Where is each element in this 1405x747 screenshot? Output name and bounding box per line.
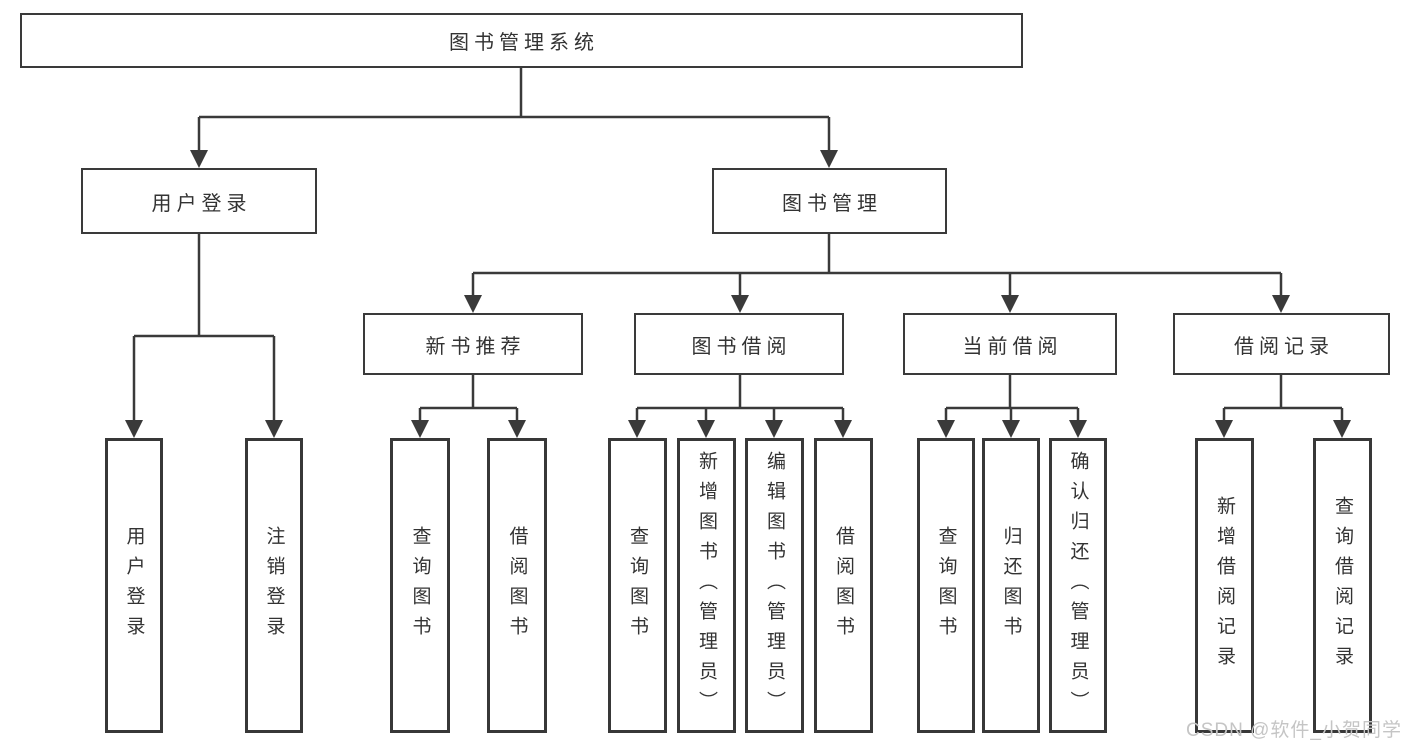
leaf-query-books-current: 查询图书: [917, 438, 975, 733]
arrowhead: [834, 420, 852, 438]
leaf-query-books-newbooks: 查询图书: [390, 438, 450, 733]
node-borrowing-records: 借阅记录: [1173, 313, 1390, 375]
leaf-return-book-label: 归还图书: [1000, 525, 1022, 646]
arrowhead: [1272, 295, 1290, 313]
arrowhead: [125, 420, 143, 438]
connector-records-to-leaves: [1222, 375, 1344, 422]
arrowhead: [190, 150, 208, 168]
arrowhead: [731, 295, 749, 313]
arrowhead: [1333, 420, 1351, 438]
arrowhead: [1215, 420, 1233, 438]
node-user-login-label: 用户登录: [151, 192, 252, 215]
arrowhead: [937, 420, 955, 438]
arrowhead: [1001, 295, 1019, 313]
node-book-management: 图书管理: [712, 168, 947, 234]
arrowheads: [125, 150, 1351, 438]
leaf-add-borrow-record: 新增借阅记录: [1195, 438, 1254, 733]
connector-root-to-level2: [197, 66, 831, 152]
leaf-confirm-return-admin-label: 确认归还（管理员）: [1067, 450, 1089, 721]
node-root: 图书管理系统: [20, 13, 1023, 68]
leaf-edit-book-admin: 编辑图书（管理员）: [745, 438, 804, 733]
arrowhead: [1069, 420, 1087, 438]
leaf-logout: 注销登录: [245, 438, 303, 733]
node-current-borrowing-label: 当前借阅: [962, 335, 1063, 358]
leaf-borrow-books-newbooks-label: 借阅图书: [506, 525, 528, 646]
connector-borrow-to-leaves: [635, 375, 845, 422]
arrowhead: [265, 420, 283, 438]
node-current-borrowing: 当前借阅: [903, 313, 1117, 375]
node-borrowing-records-label: 借阅记录: [1234, 335, 1334, 358]
leaf-query-borrow-record-label: 查询借阅记录: [1332, 495, 1353, 676]
node-book-borrowing-label: 图书借阅: [691, 335, 792, 358]
arrowhead: [628, 420, 646, 438]
arrowhead: [411, 420, 429, 438]
node-user-login: 用户登录: [81, 168, 317, 234]
leaf-query-borrow-record: 查询借阅记录: [1313, 438, 1372, 733]
leaf-user-login: 用户登录: [105, 438, 163, 733]
csdn-watermark: CSDN @软件_小贺同学: [1186, 720, 1402, 741]
arrowhead: [464, 295, 482, 313]
leaf-add-book-admin-label: 新增图书（管理员）: [696, 450, 717, 721]
node-root-label: 图书管理系统: [449, 32, 599, 54]
node-book-borrowing: 图书借阅: [634, 313, 844, 375]
node-new-book-recommend: 新书推荐: [363, 313, 583, 375]
leaf-query-books-borrow: 查询图书: [608, 438, 667, 733]
leaf-user-login-label: 用户登录: [123, 525, 145, 646]
leaf-borrow-books-borrow-label: 借阅图书: [833, 525, 854, 646]
connector-newbooks-to-leaves: [418, 375, 519, 422]
leaf-borrow-books-newbooks: 借阅图书: [487, 438, 547, 733]
leaf-query-books-newbooks-label: 查询图书: [409, 525, 431, 646]
leaf-edit-book-admin-label: 编辑图书（管理员）: [764, 450, 785, 721]
arrowhead: [508, 420, 526, 438]
node-new-book-recommend-label: 新书推荐: [425, 335, 526, 358]
connector-current-to-leaves: [944, 375, 1080, 422]
connector-mgmt-to-level3: [471, 234, 1283, 297]
leaf-logout-label: 注销登录: [263, 525, 285, 646]
leaf-query-books-current-label: 查询图书: [935, 525, 957, 646]
leaf-query-books-borrow-label: 查询图书: [627, 525, 648, 646]
node-book-management-label: 图书管理: [782, 192, 882, 215]
arrowhead: [765, 420, 783, 438]
leaf-confirm-return-admin: 确认归还（管理员）: [1049, 438, 1107, 733]
connector-login-to-leaves: [132, 234, 276, 422]
leaf-add-borrow-record-label: 新增借阅记录: [1214, 495, 1235, 676]
arrowhead: [820, 150, 838, 168]
arrowhead: [697, 420, 715, 438]
arrowhead: [1002, 420, 1020, 438]
leaf-borrow-books-borrow: 借阅图书: [814, 438, 873, 733]
leaf-add-book-admin: 新增图书（管理员）: [677, 438, 736, 733]
leaf-return-book: 归还图书: [982, 438, 1040, 733]
